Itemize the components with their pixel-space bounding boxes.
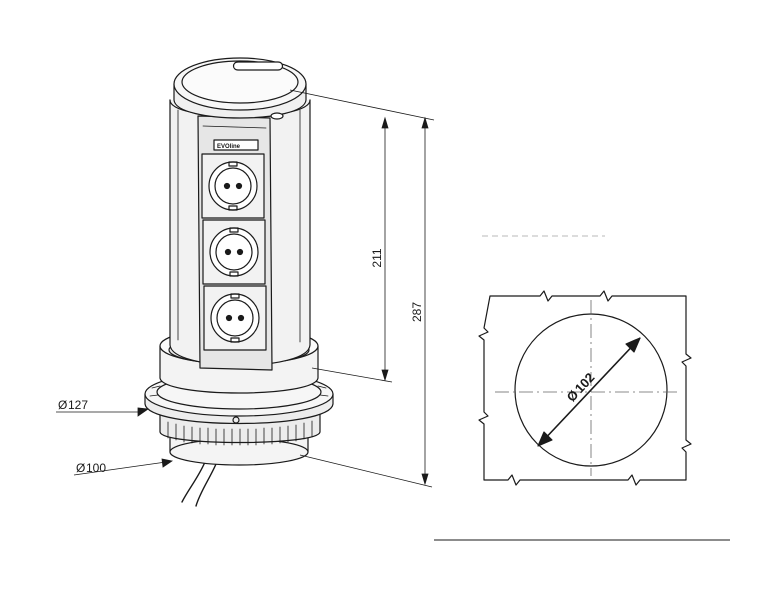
brand-label: EVOline [217,144,241,150]
dim-127-label: Ø 127 [58,398,88,412]
brand-plate [213,139,259,151]
tower-body: EVOline [169,99,311,371]
socket-tower: EVOline [144,57,334,507]
top-cap [169,57,311,120]
svg-text:Ø: Ø [58,398,67,412]
socket-2 [202,219,266,285]
dim-287-label: 287 [410,302,424,322]
socket-1 [201,153,265,219]
cap-slot [232,61,284,71]
cutout-detail [478,290,692,486]
svg-text:127: 127 [68,398,88,412]
svg-text:100: 100 [86,461,106,475]
dimension-lines [56,89,435,488]
diameter-arrow [539,337,641,445]
power-cable [181,461,217,507]
svg-text:Ø: Ø [76,461,85,475]
dim-100-label: Ø 100 [76,461,106,475]
dim-211-label: 211 [370,248,384,267]
led-icon [270,112,284,120]
socket-3 [203,285,267,351]
screw-icon [232,416,240,424]
ribbed-ring [167,420,313,446]
